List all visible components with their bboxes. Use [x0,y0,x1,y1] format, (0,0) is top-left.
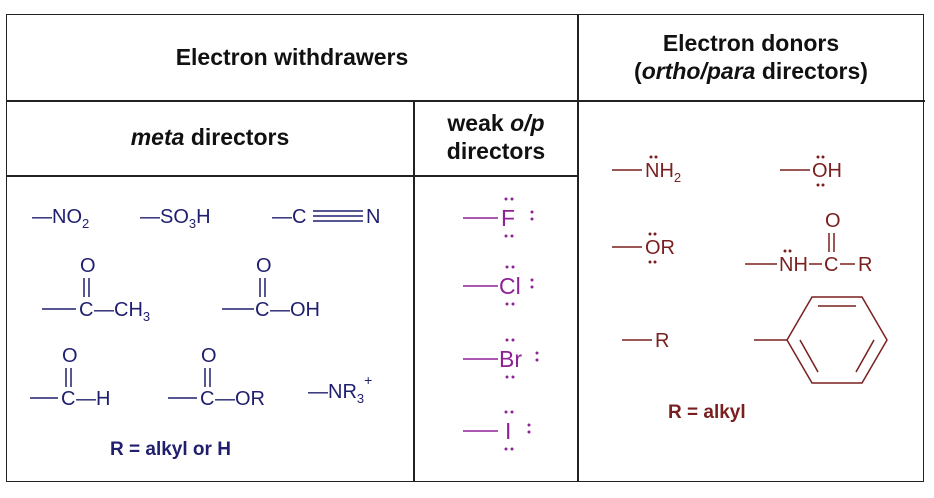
ether-group: OR [612,232,675,264]
chlorine-group: Cl [463,265,534,306]
header-weak: weak o/p directors [415,101,577,175]
svg-text:C: C [61,388,75,410]
donor-groups: NH2 OH OR NH C O R R [612,155,888,423]
header-meta-rest: directors [184,124,290,151]
ketone-group: O C —CH3 [42,255,150,324]
svg-text:OH: OH [812,160,842,182]
svg-text:OR: OR [645,237,675,259]
svg-text:R: R [655,330,669,352]
sulfonic-group: —SO3H [140,206,211,231]
meta-groups: —NO2 —SO3H —C N O C —CH3 O C —OH O [30,206,380,460]
svg-text:O: O [201,345,217,367]
header-donors: Electron donors (ortho/para directors) [579,15,923,101]
svg-text:Cl: Cl [499,273,521,299]
svg-text:—OR: —OR [215,388,265,410]
divider-weak [413,101,415,481]
svg-text:—CH3: —CH3 [94,299,150,324]
aldehyde-group: O C —H [30,345,110,410]
header-withdrawers: Electron withdrawers [7,15,577,101]
header-meta-italic: meta [130,124,185,151]
header-weak-italic: o/p [510,110,545,137]
divider-subheader [7,175,578,177]
alkyl-group: R [622,330,669,352]
nitrile-nitrogen: N [366,206,380,228]
svg-text:R: R [858,254,872,276]
halogen-groups: F Cl Br I [463,197,539,451]
header-donors-line2: (ortho/para directors) [634,58,868,84]
acid-group: O C —OH [222,255,320,321]
header-donors-after: directors) [755,58,868,84]
ester-group: O C —OR [168,345,265,410]
svg-text:Br: Br [499,346,522,372]
svg-text:C: C [824,254,838,276]
svg-text:NH2: NH2 [645,160,681,185]
svg-text:O: O [825,210,841,232]
iodine-group: I [463,410,531,451]
svg-text:C: C [255,299,269,321]
nitrile-group: —C N [272,206,380,228]
svg-text:O: O [62,345,78,367]
donor-note: R = alkyl [668,402,746,423]
nitrile-carbon: —C [272,206,306,228]
header-meta: meta directors [7,101,413,175]
header-weak-prefix: weak [447,110,511,137]
svg-text:I: I [505,418,511,444]
fluorine-group: F [463,197,534,238]
phenyl-group [754,296,888,384]
hydroxyl-group: OH [780,155,842,187]
divider-donors [577,15,579,481]
svg-text:F: F [501,205,515,231]
divider-header [7,100,925,102]
svg-text:NH: NH [779,254,808,276]
header-weak-line1: weak o/p [447,110,544,138]
header-weak-line2: directors [446,138,546,164]
directors-table: Electron withdrawers Electron donors (or… [6,14,925,482]
header-withdrawers-text: Electron withdrawers [175,44,409,71]
svg-text:O: O [80,255,96,277]
svg-text:O: O [256,255,272,277]
nitro-group: —NO2 [32,206,89,231]
svg-text:—H: —H [76,388,110,410]
bromine-group: Br [463,338,539,379]
ammonium-group: —NR3+ [308,372,372,406]
svg-text:—OH: —OH [270,299,320,321]
meta-note: R = alkyl or H [110,439,231,460]
header-donors-line1: Electron donors [662,30,840,57]
svg-text:C: C [200,388,214,410]
amine-group: NH2 [612,155,681,185]
header-donors-italic: ortho/para [641,58,756,84]
amide-group: NH C O R [745,210,872,276]
svg-text:C: C [79,299,93,321]
